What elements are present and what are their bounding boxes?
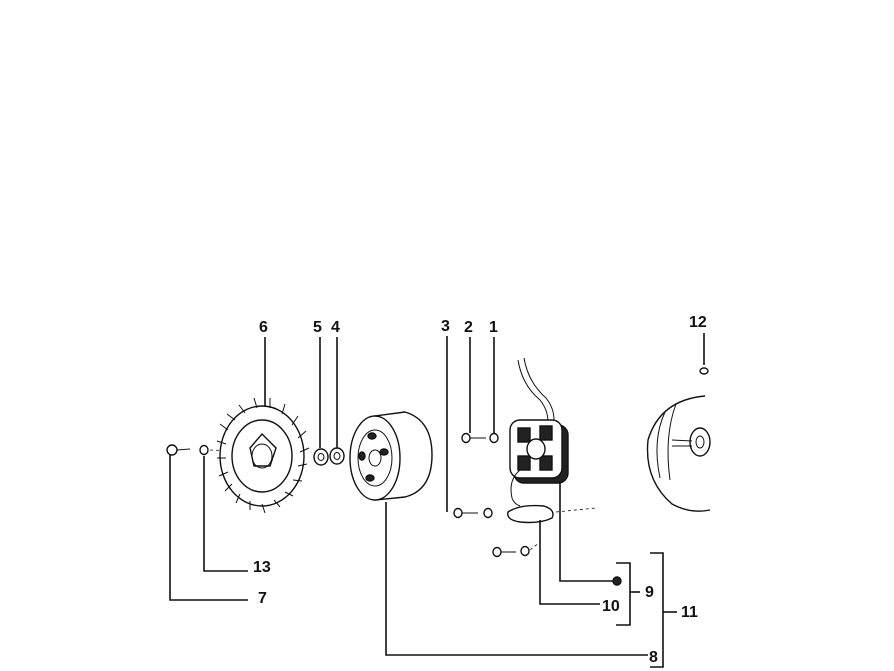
callout-5: 5 bbox=[313, 319, 322, 336]
callout-1: 1 bbox=[489, 319, 498, 336]
screw-2-icon bbox=[461, 432, 486, 444]
callout-9: 9 bbox=[645, 584, 654, 601]
flywheel-rotor-icon bbox=[349, 411, 433, 501]
stator-icon bbox=[509, 357, 569, 507]
washer-1-icon bbox=[489, 432, 499, 444]
callout-8: 8 bbox=[649, 649, 658, 666]
flywheel-fan-icon bbox=[216, 397, 310, 514]
leader-lines bbox=[169, 333, 705, 668]
crankcase-shaft-icon bbox=[646, 395, 711, 512]
washer-4-icon bbox=[329, 447, 345, 465]
callout-7: 7 bbox=[258, 590, 267, 607]
callout-13: 13 bbox=[253, 559, 271, 576]
callout-labels: 6 5 4 3 2 1 12 13 7 9 10 11 8 bbox=[253, 314, 707, 666]
callout-11: 11 bbox=[681, 604, 698, 621]
callout-10: 10 bbox=[602, 598, 620, 615]
nut-5-icon bbox=[313, 448, 329, 466]
callout-4: 4 bbox=[331, 319, 340, 336]
callout-3: 3 bbox=[441, 318, 450, 335]
screw-7-icon bbox=[166, 444, 191, 456]
pickup-coil-icon bbox=[507, 504, 597, 524]
callout-2: 2 bbox=[464, 319, 473, 336]
callout-6: 6 bbox=[259, 319, 268, 336]
screw-coil-icon bbox=[492, 541, 541, 558]
callout-12: 12 bbox=[689, 314, 707, 331]
key-icon bbox=[699, 367, 709, 375]
clip-icon bbox=[612, 576, 622, 586]
screw-3-icon bbox=[453, 507, 493, 519]
